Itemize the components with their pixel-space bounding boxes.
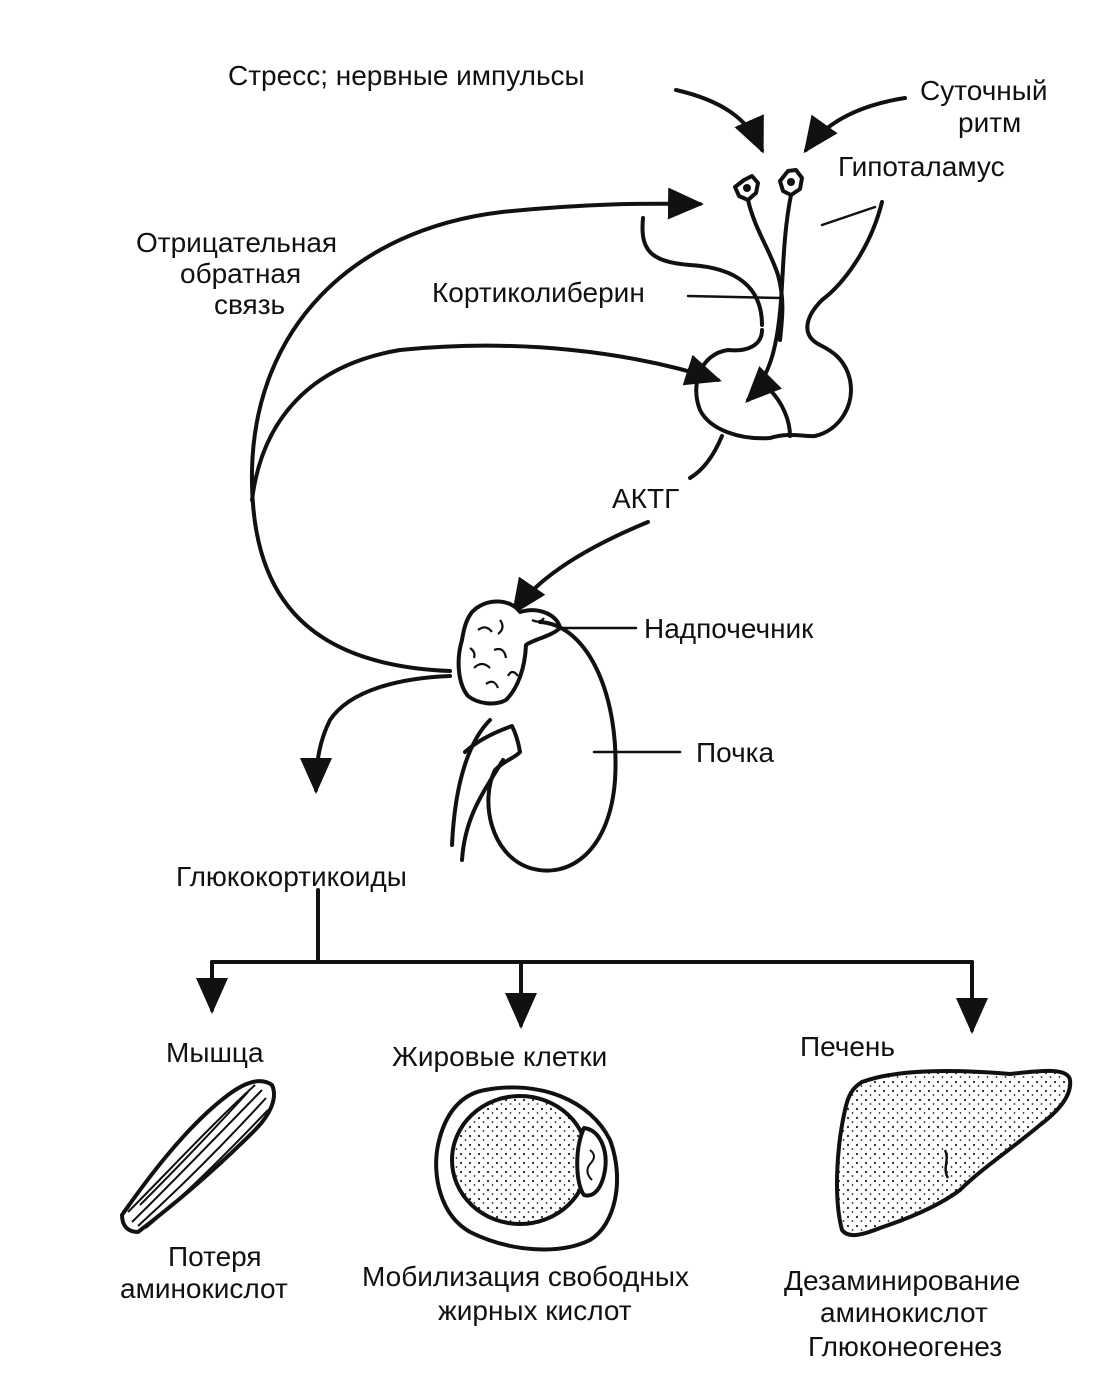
muscle-effect-2: аминокислот (120, 1273, 288, 1304)
feedback-arc-to-pituitary (250, 343, 722, 502)
ureter-line-2 (460, 758, 505, 862)
hypothalamus-pointer (820, 205, 877, 227)
neuron-icon (733, 168, 804, 202)
fat-effect-1: Мобилизация свободных (362, 1261, 689, 1292)
stress-arrow (674, 88, 764, 154)
fat-cells-label: Жировые клетки (392, 1041, 607, 1072)
fat-cell-icon (434, 1085, 619, 1252)
feedback-label-1: Отрицательная (136, 227, 337, 258)
acth-release-line (688, 434, 724, 480)
acth-label: АКТГ (612, 483, 679, 514)
stress-label: Стресс; нервные импульсы (228, 60, 585, 91)
feedback-arc-to-hypothalamus (249, 187, 704, 673)
circadian-arrow (803, 96, 907, 154)
neuron-axon-1 (746, 198, 785, 342)
liver-label: Печень (800, 1031, 895, 1062)
feedback-label-2: обратная (180, 258, 301, 289)
liver-effect-1: Дезаминирование (784, 1265, 1020, 1296)
acth-arrow-to-adrenal (511, 520, 650, 616)
fat-effect-2: жирных кислот (438, 1295, 632, 1326)
muscle-icon (120, 1079, 276, 1234)
glucocorticoid-arrow (300, 674, 452, 794)
liver-effect-3: Глюконеогенез (808, 1331, 1002, 1362)
corticoliberin-pointer (686, 294, 784, 300)
kidney-label: Почка (696, 737, 775, 768)
ureter-line-1 (450, 718, 492, 847)
liver-icon (834, 1068, 1073, 1237)
muscle-effect-1: Потеря (168, 1241, 262, 1272)
kidney-outline (463, 620, 618, 873)
liver-effect-2: аминокислот (820, 1297, 988, 1328)
feedback-label-3: связь (214, 289, 285, 320)
corticoliberin-label: Кортиколиберин (432, 277, 645, 308)
pituitary-lobe-divider (768, 388, 792, 438)
glucocorticoids-label: Глюкокортикоиды (176, 861, 407, 892)
hypothalamus-outline (640, 216, 764, 327)
muscle-label: Мышца (166, 1037, 264, 1068)
hypothalamus-right-outline (805, 200, 884, 347)
pituitary-outline (694, 328, 853, 441)
neuron-axon-2 (745, 193, 793, 403)
hypothalamus-label: Гипоталамус (838, 151, 1005, 182)
circadian-label-2: ритм (958, 107, 1021, 138)
adrenal-label: Надпочечник (644, 613, 814, 644)
circadian-label-1: Суточный (920, 75, 1048, 106)
